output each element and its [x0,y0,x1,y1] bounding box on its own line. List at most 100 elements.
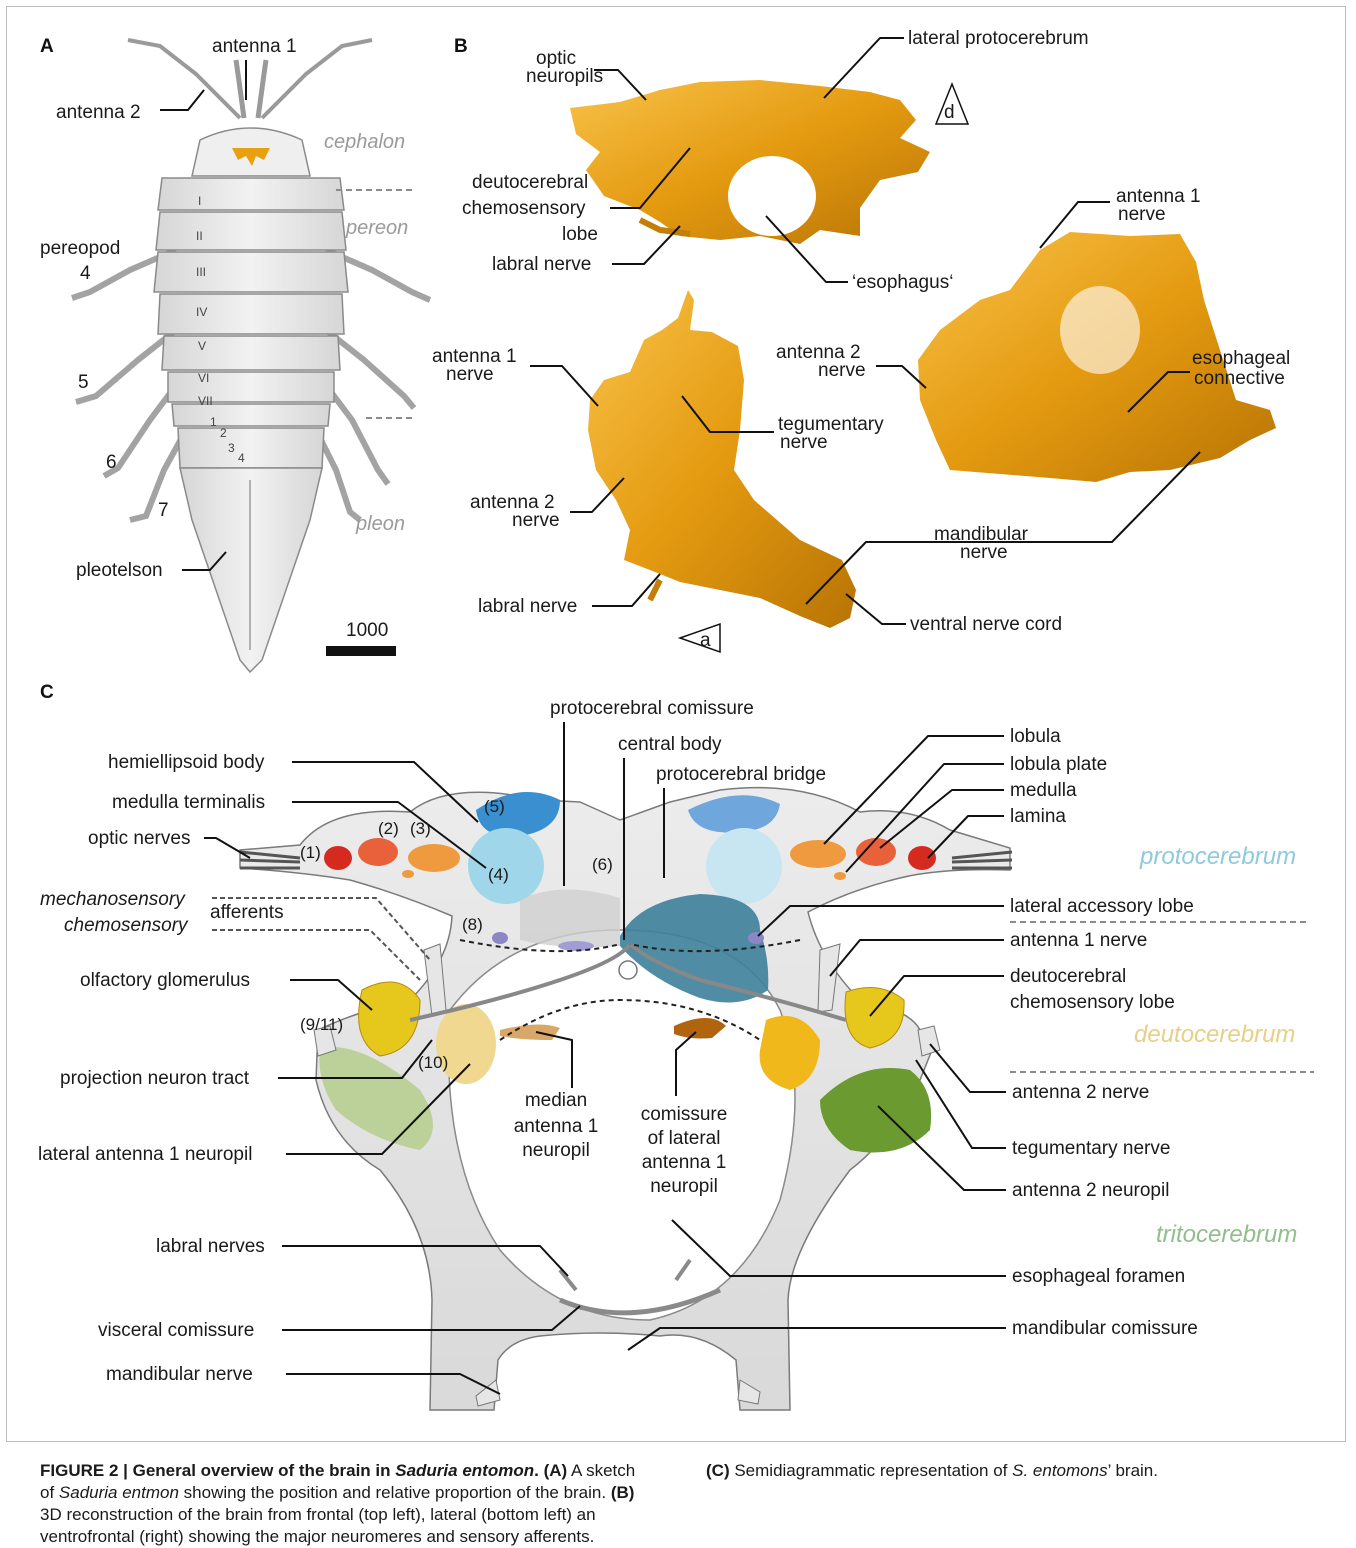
label-antenna-1-nerve: antenna 1 nerve [1010,930,1147,951]
segment-label: V [198,339,206,353]
label-antenna-1-nerve-left: nerve [446,364,494,385]
scale-bar [326,646,396,656]
caption-title: FIGURE 2 | General overview of the brain… [40,1461,395,1480]
caption-column-left: FIGURE 2 | General overview of the brain… [40,1460,650,1548]
label-comissure-lateral-antenna-1-neuropil: antenna 1 [642,1152,727,1173]
label-esophagus: ‘esophagus‘ [852,272,953,293]
label-comissure-lateral-antenna-1-neuropil: comissure [641,1104,728,1125]
svg-text:a: a [700,630,711,651]
label-optic-nerves: optic nerves [88,828,190,849]
label-esophageal-foramen: esophageal foramen [1012,1266,1185,1287]
panel-a: A [40,36,430,672]
label-leg-4: 4 [80,263,91,284]
segment-label: IV [196,305,207,319]
brain-3d-frontal [570,80,930,244]
region-tritocerebrum: tritocerebrum [1156,1221,1297,1248]
label-comissure-lateral-antenna-1-neuropil: of lateral [648,1128,721,1149]
label-labral-nerve-top: labral nerve [492,254,591,275]
figure-caption: FIGURE 2 | General overview of the brain… [40,1460,1316,1548]
label-protocerebral-comissure: protocerebral comissure [550,698,754,719]
label-projection-neuron-tract: projection neuron tract [60,1068,250,1089]
label-visceral-comissure: visceral comissure [98,1320,254,1341]
label-median-antenna-1-neuropil: neuropil [522,1140,590,1161]
label-median-antenna-1-neuropil: median [525,1090,587,1111]
label-deutocerebral-chemosensory-lobe: deutocerebral [1010,966,1126,987]
label-antenna-2: antenna 2 [56,102,141,123]
number-label: (10) [418,1053,448,1072]
caption-text-b: 3D reconstruction of the brain from fron… [40,1505,596,1546]
label-mechanosensory: mechanosensory [40,889,186,910]
label-tegumentary-nerve: nerve [780,432,828,453]
label-leg-6: 6 [106,452,117,473]
caption-panel-b: (B) [611,1483,635,1502]
label-pleotelson: pleotelson [76,560,163,581]
panel-letter-b: B [454,36,468,57]
label-hemiellipsoid-body: hemiellipsoid body [108,752,265,773]
label-tegumentary-nerve: tegumentary nerve [1012,1138,1170,1159]
svg-text:d: d [944,102,955,123]
label-mandibular-nerve: nerve [960,542,1008,563]
label-antenna-2-nerve: antenna 2 nerve [1012,1082,1149,1103]
label-lamina: lamina [1010,806,1066,827]
label-pereopod: pereopod [40,238,120,259]
pleon-segment-label: 4 [238,451,245,465]
label-central-body: central body [618,734,722,755]
pleon-segment-label: 2 [220,426,227,440]
segment-label: VI [198,371,209,385]
panel-letter-a: A [40,36,54,57]
label-deutocerebral-lobe: lobe [562,224,598,245]
caption-panel-c: (C) [706,1461,730,1480]
number-label: (5) [484,797,505,816]
label-comissure-lateral-antenna-1-neuropil: neuropil [650,1176,718,1197]
region-cephalon: cephalon [324,131,405,153]
number-label: (6) [592,855,613,874]
number-label: (9/11) [300,1015,343,1034]
label-mandibular-comissure: mandibular comissure [1012,1318,1198,1339]
brain-schematic [240,788,1012,1410]
label-medulla: medulla [1010,780,1077,801]
region-deutocerebrum: deutocerebrum [1134,1021,1295,1048]
segment-label: VII [198,394,213,408]
segment-label: II [196,229,203,243]
number-label: (4) [488,865,509,884]
panel-b: B d a optic neuropils lateral [432,28,1290,652]
label-antenna-2-neuropil: antenna 2 neuropil [1012,1180,1169,1201]
label-labral-nerve-bottom: labral nerve [478,596,577,617]
caption-title-species: Saduria entomon [395,1461,534,1480]
label-leg-7: 7 [158,500,169,521]
label-protocerebral-bridge: protocerebral bridge [656,764,826,785]
label-median-antenna-1-neuropil: antenna 1 [514,1116,599,1137]
label-deutocerebral-lobe: chemosensory [462,198,586,219]
label-ventral-nerve-cord: ventral nerve cord [910,614,1062,635]
label-esophageal-connective: connective [1194,368,1285,389]
label-deutocerebral-chemosensory-lobe: chemosensory lobe [1010,992,1175,1013]
figure-canvas: A [0,0,1356,1450]
scale-bar-label: 1000 [346,620,388,641]
label-labral-nerves: labral nerves [156,1236,265,1257]
label-leg-5: 5 [78,372,89,393]
label-olfactory-glomerulus: olfactory glomerulus [80,970,250,991]
label-antenna-1-nerve-right: nerve [1118,204,1166,225]
segment-label: I [198,194,201,208]
number-label: (8) [462,915,483,934]
caption-column-right: (C) Semidiagrammatic representation of S… [706,1460,1316,1548]
pleon-segment-label: 1 [210,415,217,429]
label-lobula: lobula [1010,726,1061,747]
label-afferents: afferents [210,902,284,923]
label-antenna-2-nerve-mid: nerve [818,360,866,381]
label-chemosensory: chemosensory [64,915,189,936]
number-label: (3) [410,819,431,838]
orientation-arrow-dorsal: d [936,84,968,124]
label-antenna-1: antenna 1 [212,36,297,57]
panel-c: C [38,682,1314,1410]
region-protocerebrum: protocerebrum [1139,843,1296,870]
caption-panel-a: (A) [544,1461,568,1480]
label-antenna-2-nerve-left: nerve [512,510,560,531]
number-label: (2) [378,819,399,838]
segment-label: III [196,265,206,279]
label-lateral-accessory-lobe: lateral accessory lobe [1010,896,1194,917]
pleon-segment-label: 3 [228,441,235,455]
orientation-arrow-anterior: a [680,624,720,652]
label-lateral-antenna-1-neuropil: lateral antenna 1 neuropil [38,1144,252,1165]
label-optic-neuropils: neuropils [526,66,603,87]
